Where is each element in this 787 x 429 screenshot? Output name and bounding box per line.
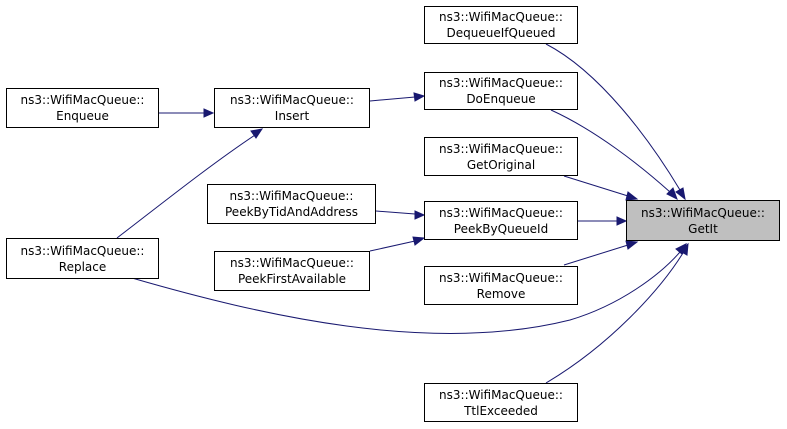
node-getit-line2: GetIt	[688, 221, 718, 236]
node-peekfirst-line1: ns3::WifiMacQueue::	[230, 256, 354, 270]
node-peekbytid-line2: PeekByTidAndAddress	[225, 205, 358, 219]
edge-peekfirst-peekbyqueueid	[369, 240, 416, 252]
edge-arrow	[412, 236, 426, 246]
node-getoriginal-line1: ns3::WifiMacQueue::	[439, 141, 563, 156]
node-getit-line1: ns3::WifiMacQueue::	[641, 205, 765, 220]
node-remove-line2: Remove	[476, 286, 526, 301]
edge-dequeueifqueued-getit	[545, 43, 681, 191]
edge-arrow	[625, 240, 639, 250]
node-peekbyqueueid-line2: PeekByQueueId	[453, 221, 549, 236]
edge-replace-getit	[131, 251, 681, 334]
node-getoriginal[interactable]: ns3::WifiMacQueue:: GetOriginal	[424, 137, 578, 176]
node-insert-line1: ns3::WifiMacQueue::	[230, 93, 354, 107]
edge-peekbytid-peekbyqueueid	[375, 210, 416, 215]
edge-arrow	[616, 216, 628, 226]
node-peekbytidandaddress[interactable]: ns3::WifiMacQueue:: PeekByTidAndAddress	[207, 184, 376, 224]
node-dequeueifqueued-line1: ns3::WifiMacQueue::	[439, 10, 563, 24]
edge-ttlexceeded-getit	[545, 252, 684, 384]
edge-arrow	[413, 92, 426, 102]
node-enqueue-line1: ns3::WifiMacQueue::	[20, 93, 145, 107]
edge-arrow	[625, 191, 639, 201]
edge-doenqueue-getit	[550, 109, 671, 193]
node-peekbyqueueid[interactable]: ns3::WifiMacQueue:: PeekByQueueId	[424, 201, 578, 240]
node-peekbyqueueid-line1: ns3::WifiMacQueue::	[439, 205, 563, 220]
edge-arrow	[414, 210, 426, 220]
node-insert[interactable]: ns3::WifiMacQueue:: Insert	[214, 88, 370, 128]
node-replace[interactable]: ns3::WifiMacQueue:: Replace	[6, 238, 159, 279]
edge-arrow	[679, 242, 689, 256]
node-peekfirst-line2: PeekFirstAvailable	[237, 272, 347, 286]
node-doenqueue[interactable]: ns3::WifiMacQueue:: DoEnqueue	[424, 72, 578, 110]
node-getoriginal-line2: GetOriginal	[466, 157, 536, 172]
node-getit: ns3::WifiMacQueue:: GetIt	[626, 200, 780, 241]
node-remove[interactable]: ns3::WifiMacQueue:: Remove	[424, 266, 578, 305]
node-peekbytid-line1: ns3::WifiMacQueue::	[229, 189, 354, 203]
node-replace-line2: Replace	[58, 259, 107, 274]
node-replace-line1: ns3::WifiMacQueue::	[20, 243, 145, 258]
node-enqueue-line2: Enqueue	[56, 109, 109, 123]
node-ttlexceeded-line1: ns3::WifiMacQueue::	[439, 387, 563, 402]
edge-arrow	[666, 187, 678, 201]
edge-arrow	[203, 108, 215, 118]
edge-arrow	[250, 128, 264, 139]
node-remove-line1: ns3::WifiMacQueue::	[439, 270, 563, 285]
node-insert-line2: Insert	[274, 109, 310, 123]
node-doenqueue-line1: ns3::WifiMacQueue::	[439, 76, 563, 90]
node-ttlexceeded-line2: TtlExceeded	[464, 403, 538, 418]
edge-remove-getit	[563, 244, 629, 266]
node-dequeueifqueued[interactable]: ns3::WifiMacQueue:: DequeueIfQueued	[424, 6, 578, 44]
node-enqueue[interactable]: ns3::WifiMacQueue:: Enqueue	[6, 88, 159, 128]
edge-arrow	[675, 187, 686, 201]
node-peekfirstavailable[interactable]: ns3::WifiMacQueue:: PeekFirstAvailable	[214, 251, 370, 291]
node-doenqueue-line2: DoEnqueue	[466, 92, 536, 106]
node-ttlexceeded[interactable]: ns3::WifiMacQueue:: TtlExceeded	[424, 383, 578, 422]
edge-getoriginal-getit	[563, 175, 629, 197]
node-dequeueifqueued-line2: DequeueIfQueued	[446, 26, 556, 40]
edge-replace-insert	[116, 134, 256, 239]
edge-insert-doenqueue	[369, 96, 416, 102]
